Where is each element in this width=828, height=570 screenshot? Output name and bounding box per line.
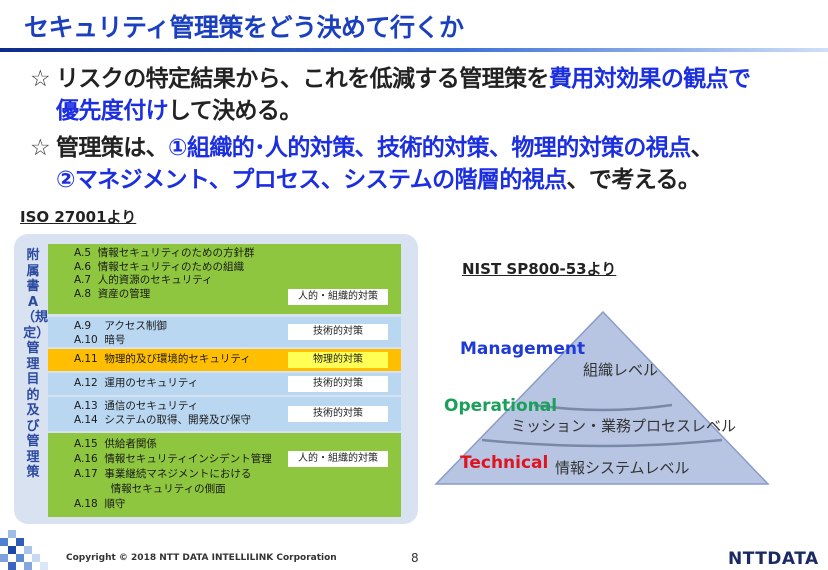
control-list: A.15 供給者関係 A.16 情報セキュリティインシデント管理 A.17 事業… <box>74 438 272 510</box>
level-ja-operational: ミッション・業務プロセスレベル <box>511 417 737 435</box>
page-title: セキュリティ管理策をどう決めて行くか <box>24 13 464 42</box>
control-group-organizational: A.5 情報セキュリティのための方針群 A.6 情報セキュリティのための組織 A… <box>48 244 401 314</box>
level-en-operational: Operational <box>444 396 558 416</box>
level-en-technical: Technical <box>460 453 549 473</box>
star-icon: ☆ <box>30 135 51 161</box>
control-tag: 技術的対策 <box>288 324 388 340</box>
control-group-technical-2: A.12 運用のセキュリティ 技術的対策 <box>48 373 401 395</box>
level-ja-technical: 情報システムレベル <box>555 459 690 477</box>
corner-pattern-icon <box>0 530 48 570</box>
control-group-organizational-2: A.15 供給者関係 A.16 情報セキュリティインシデント管理 A.17 事業… <box>48 433 401 517</box>
bullet-1-text-2: して決める。 <box>168 98 302 124</box>
nist-label: NIST SP800-53より <box>462 260 617 278</box>
iso-label: ISO 27001より <box>20 208 137 226</box>
annex-vertical-label: 附属書A（規定）管理目的及び管理策 <box>22 248 49 480</box>
control-group-physical: A.11 物理的及び環境的セキュリティ 物理的対策 <box>48 349 401 371</box>
level-en-management: Management <box>460 339 586 359</box>
bullet-1-line-1: ☆リスクの特定結果から、これを低減する管理策を費用対効果の観点で <box>30 64 751 95</box>
control-tag: 人的・組織的対策 <box>288 289 388 305</box>
control-group-technical-3: A.13 通信のセキュリティ A.14 システムの取得、開発及び保守 技術的対策 <box>48 397 401 431</box>
control-list: A.13 通信のセキュリティ A.14 システムの取得、開発及び保守 <box>74 400 252 426</box>
bullet-2-text-b: 、 <box>690 135 714 161</box>
bullet-2-highlight-2: ②マネジメント、プロセス、システムの階層的視点 <box>56 167 567 193</box>
control-list: A.5 情報セキュリティのための方針群 A.6 情報セキュリティのための組織 A… <box>74 247 255 300</box>
ntt-data-logo: NTTDATA <box>728 549 819 569</box>
bullet-1-highlight-2: 優先度付け <box>56 98 169 124</box>
pyramid-divider-1 <box>533 403 673 412</box>
bullet-2-line-2: ②マネジメント、プロセス、システムの階層的視点、で考える。 <box>30 165 701 196</box>
page-number: 8 <box>411 551 419 565</box>
bullet-2-highlight: ①組織的･人的対策、技術的対策、物理的対策の視点 <box>168 135 691 161</box>
control-list: A.12 運用のセキュリティ <box>74 377 199 389</box>
bullet-1-line-2: 優先度付けして決める。 <box>30 96 302 127</box>
pyramid-shape <box>434 310 770 485</box>
control-tag: 物理的対策 <box>288 352 388 368</box>
bullet-1-highlight: 費用対効果の観点で <box>548 66 751 92</box>
pyramid-divider-2 <box>481 438 723 448</box>
bullet-2-line-1: ☆管理策は、①組織的･人的対策、技術的対策、物理的対策の視点、 <box>30 133 714 164</box>
control-group-technical-1: A.9 アクセス制御 A.10 暗号 技術的対策 <box>48 317 401 347</box>
control-tag: 技術的対策 <box>288 406 388 422</box>
title-divider <box>0 48 828 52</box>
control-list: A.9 アクセス制御 A.10 暗号 <box>74 320 167 346</box>
star-icon: ☆ <box>30 66 51 92</box>
control-list: A.11 物理的及び環境的セキュリティ <box>74 353 251 365</box>
nist-pyramid <box>434 310 770 485</box>
level-ja-management: 組織レベル <box>583 361 659 379</box>
copyright-text: Copyright © 2018 NTT DATA INTELLILINK Co… <box>66 553 337 563</box>
bullet-1-text: リスクの特定結果から、これを低減する管理策を <box>56 66 549 92</box>
control-tag: 技術的対策 <box>288 376 388 392</box>
control-tag: 人的・組織的対策 <box>288 451 388 467</box>
bullet-2-text-2: 、で考える。 <box>566 167 701 193</box>
bullet-2-text: 管理策は、 <box>56 135 169 161</box>
